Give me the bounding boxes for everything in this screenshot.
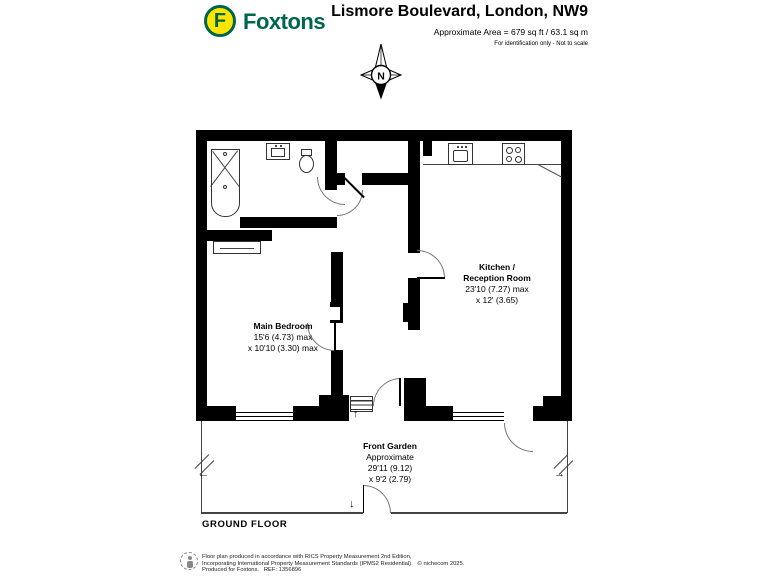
entrance-door-arc xyxy=(317,177,345,205)
floor-name: GROUND FLOOR xyxy=(202,519,288,530)
main-bedroom-name: Main Bedroom xyxy=(253,321,313,331)
kitchen-reception-dim1: 23'10 (7.27) max xyxy=(465,284,529,294)
disclaimer-line1: Floor plan produced in accordance with R… xyxy=(202,554,412,560)
bedroom-door-leaf xyxy=(334,323,336,351)
wardrobe-icon xyxy=(213,241,261,254)
reception-door-leaf xyxy=(417,277,445,279)
kitchen-sink-icon xyxy=(448,143,473,165)
hob-icon xyxy=(502,143,525,165)
wall-recess xyxy=(330,307,340,320)
wall xyxy=(408,141,420,253)
basin-icon xyxy=(266,143,290,160)
identification-note: For identification only - Not to scale xyxy=(494,41,588,47)
main-bedroom-dim2: x 10'10 (3.30) max xyxy=(247,343,319,353)
wall xyxy=(404,378,426,421)
kitchen-reception-dim2: x 12' (3.65) xyxy=(475,295,519,305)
front-garden-name: Front Garden xyxy=(363,441,417,451)
front-door-leaf xyxy=(399,378,401,406)
front-garden-dim2: x 9'2 (2.79) xyxy=(368,474,412,484)
approximate-area: Approximate Area = 679 sq ft / 63.1 sq m xyxy=(433,27,588,37)
wall xyxy=(423,141,432,156)
wall xyxy=(331,350,343,406)
wall xyxy=(196,130,572,141)
garden-boundary xyxy=(201,512,363,514)
gate-down-arrow-icon: ↓ xyxy=(349,498,355,510)
reception-window xyxy=(453,412,504,421)
title-block: Lismore Boulevard, London, NW9 Approxima… xyxy=(300,3,588,47)
compass-north-icon: N xyxy=(359,43,403,100)
extent-left-arrow-icon: ← xyxy=(198,468,209,480)
wall xyxy=(207,406,236,421)
garden-gate-leaf xyxy=(362,485,365,513)
disclaimer-line3: Produced for Foxtons. REF: 1356896 xyxy=(202,567,302,574)
garden-boundary xyxy=(567,421,569,513)
garden-door-arc xyxy=(504,423,533,452)
wall xyxy=(561,141,572,421)
disclaimer-text: Floor plan produced in accordance with R… xyxy=(202,554,464,574)
foxtons-logo-icon: F xyxy=(204,5,236,37)
extent-right-arrow-icon: → xyxy=(554,468,565,480)
garden-boundary xyxy=(391,512,567,514)
wall xyxy=(207,230,272,241)
wall xyxy=(362,173,408,185)
kitchen-reception-name2: Reception Room xyxy=(463,273,531,283)
wall xyxy=(240,217,337,228)
wall xyxy=(426,406,453,421)
main-bedroom-label: Main Bedroom 15'6 (4.73) max x 10'10 (3.… xyxy=(218,321,348,354)
front-door-arc xyxy=(373,378,401,406)
compass-label: N xyxy=(377,71,385,83)
wall xyxy=(196,141,207,421)
kitchen-reception-label: Kitchen / Reception Room 23'10 (7.27) ma… xyxy=(432,262,562,306)
garden-gate-arc xyxy=(363,485,391,513)
kitchen-reception-name1: Kitchen / xyxy=(479,262,515,272)
front-garden-label: Front Garden Approximate 29'11 (9.12) x … xyxy=(325,441,455,485)
entry-steps xyxy=(350,396,373,412)
counter-corner-line xyxy=(537,164,562,178)
nichecom-logo-icon xyxy=(180,552,198,570)
toilet-icon xyxy=(299,155,314,173)
steps-up-arrow-icon: ↑ xyxy=(353,408,359,420)
page-title: Lismore Boulevard, London, NW9 xyxy=(331,3,588,20)
bathtub-icon xyxy=(210,149,240,217)
front-garden-dim1: 29'11 (9.12) xyxy=(367,463,413,473)
wall xyxy=(543,396,572,406)
brand-name: Foxtons xyxy=(243,9,326,34)
kitchen-counter-line xyxy=(423,164,561,166)
wall xyxy=(331,252,343,302)
wall xyxy=(293,406,319,421)
bedroom-window xyxy=(236,412,293,421)
wall xyxy=(533,406,572,421)
main-bedroom-dim1: 15'6 (4.73) max xyxy=(253,332,313,342)
front-garden-approx: Approximate xyxy=(366,452,414,462)
disclaimer-line2: Incorporating International Property Mea… xyxy=(202,560,465,567)
garden-boundary xyxy=(201,421,203,513)
wall xyxy=(403,303,420,322)
